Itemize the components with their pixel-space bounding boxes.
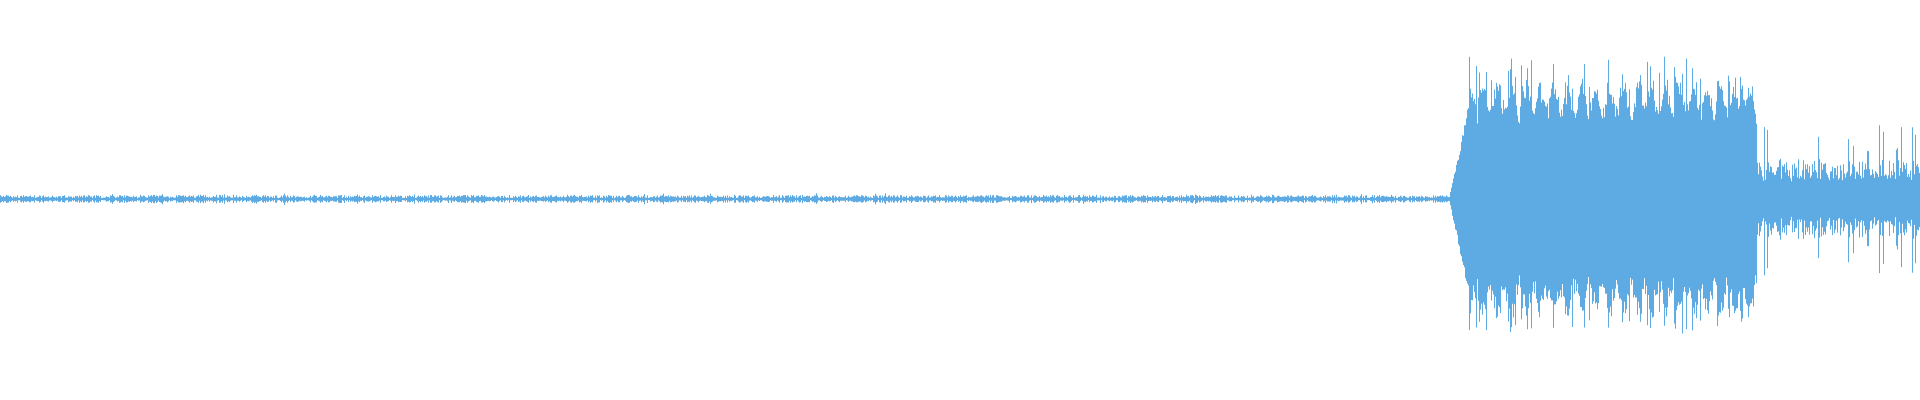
waveform-trace — [0, 56, 1920, 334]
waveform-samples — [0, 56, 1920, 334]
